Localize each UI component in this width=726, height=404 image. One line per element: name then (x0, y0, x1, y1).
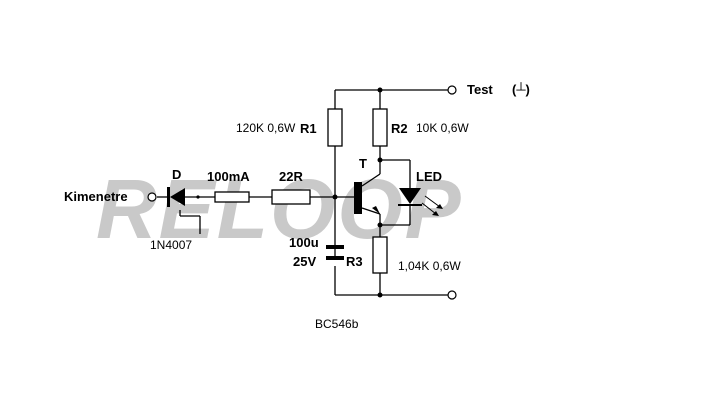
label-cap-voltage: 25V (293, 254, 316, 269)
terminal-kimenetre (147, 192, 157, 202)
transistor-base (354, 182, 362, 214)
label-r3-value: 1,04K 0,6W (398, 259, 461, 273)
junctions (196, 87, 383, 298)
led (398, 188, 443, 216)
label-t: T (359, 156, 367, 171)
fuse (214, 191, 250, 203)
resistor-r2 (372, 108, 388, 147)
transistor-emitter-arrow (372, 206, 380, 214)
label-kimenetre: Kimenetre (64, 189, 128, 204)
watermark: RELOOP (96, 162, 463, 256)
label-test-symbol: (┴) (512, 82, 530, 97)
capacitor (326, 245, 344, 260)
terminals (147, 85, 457, 300)
label-d: D (172, 167, 181, 182)
label-transistor-part: BC546b (315, 317, 359, 331)
resistor-r3 (372, 236, 388, 274)
label-fuse: 100mA (207, 169, 250, 184)
diode-d (167, 187, 185, 207)
label-r1: R1 (300, 121, 317, 136)
label-test: Test (467, 82, 493, 97)
label-22r: 22R (279, 169, 303, 184)
label-led: LED (416, 169, 442, 184)
label-r2-value: 10K 0,6W (416, 121, 469, 135)
terminal-ground (447, 290, 457, 300)
label-r2: R2 (391, 121, 408, 136)
label-cap-value: 100u (289, 235, 319, 250)
resistor-r1 (327, 108, 343, 147)
label-r1-value: 120K 0,6W (236, 121, 296, 135)
label-diode-part: 1N4007 (150, 238, 192, 252)
resistor-22r (271, 189, 311, 205)
terminal-test (447, 85, 457, 95)
label-r3: R3 (346, 254, 363, 269)
